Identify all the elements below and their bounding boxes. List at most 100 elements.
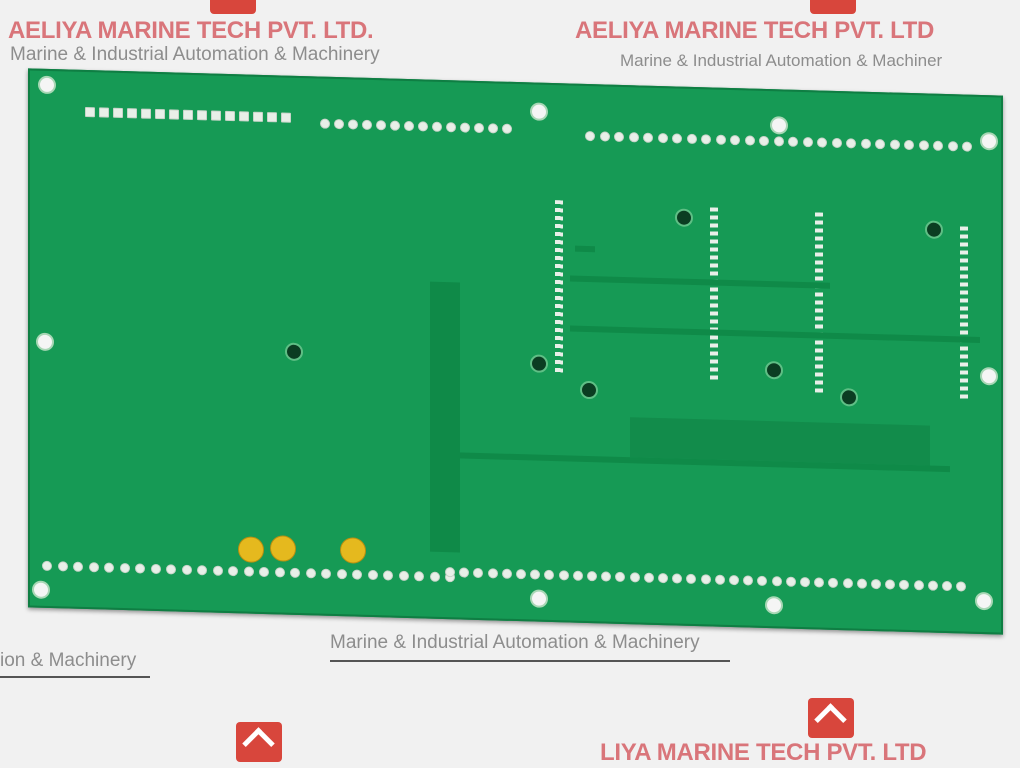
copper-trace (630, 417, 930, 466)
divider (330, 660, 730, 662)
solder-pad (672, 133, 682, 144)
solder-pad (104, 562, 114, 573)
solder-pad (305, 568, 316, 579)
solder-pad (432, 121, 442, 132)
mounting-hole (975, 591, 993, 611)
solder-pad (875, 139, 885, 150)
solder-pad (211, 110, 221, 121)
solder-pad (404, 120, 414, 132)
mounting-hole (980, 131, 998, 151)
solder-pad (759, 135, 769, 147)
solder-pad (487, 568, 498, 579)
mounting-hole (36, 332, 54, 352)
solder-pad (473, 567, 484, 579)
via (580, 380, 598, 400)
solder-pad (744, 135, 755, 146)
solder-pad (243, 566, 254, 577)
via (765, 360, 783, 380)
solder-pad (904, 139, 914, 151)
solder-pad (362, 119, 372, 130)
solder-pad (643, 132, 653, 143)
solder-pad (800, 576, 810, 588)
via (925, 220, 943, 239)
solder-pad (321, 568, 331, 579)
solder-pad (530, 569, 541, 580)
circuit-board (28, 68, 1003, 635)
solder-pad (942, 580, 952, 592)
solder-pad (501, 568, 512, 579)
solder-pad (700, 574, 711, 585)
solder-pad (956, 581, 967, 592)
via (675, 208, 693, 227)
solder-pad (228, 565, 238, 577)
solder-pad (119, 562, 130, 574)
capacitor (270, 535, 296, 562)
solder-pad (558, 570, 569, 581)
solder-pad (352, 569, 362, 580)
solder-pad (516, 569, 526, 580)
solder-pad (42, 560, 52, 572)
solder-pad (629, 572, 640, 583)
ic-pin-row (815, 212, 823, 393)
solder-pad (253, 111, 263, 122)
solder-pad (615, 571, 626, 583)
solder-pad (181, 564, 192, 575)
mounting-hole (530, 102, 548, 121)
solder-pad (814, 577, 825, 588)
solder-pad (73, 561, 83, 572)
solder-pad (831, 137, 842, 149)
ic-pin-row (960, 226, 968, 402)
solder-pad (730, 134, 740, 146)
solder-pad (757, 575, 768, 587)
solder-pad (842, 578, 853, 589)
mounting-hole (765, 595, 783, 615)
solder-pad (933, 140, 943, 151)
solder-pad (962, 141, 972, 152)
watermark-tagline-right: Marine & Industrial Automation & Machine… (620, 51, 943, 70)
via (840, 388, 858, 407)
solder-pad (587, 570, 597, 582)
solder-pad (672, 573, 683, 584)
solder-pad (348, 119, 358, 130)
brand-logo (810, 0, 856, 14)
solder-pad (281, 112, 291, 123)
solder-pad (446, 122, 456, 133)
copper-trace (570, 275, 830, 289)
solder-pad (802, 137, 813, 148)
solder-pad (927, 580, 938, 591)
solder-pad (658, 572, 668, 584)
solder-pad (57, 561, 68, 572)
mounting-hole (530, 589, 548, 608)
solder-pad (714, 574, 725, 585)
solder-pad (274, 567, 285, 578)
solder-pad (259, 566, 269, 578)
solder-pad (267, 112, 277, 123)
solder-pad (785, 576, 796, 587)
watermark-tagline: Marine & Industrial Automation & Machine… (10, 44, 380, 65)
solder-pad (572, 570, 583, 581)
solder-pad (817, 137, 827, 148)
brand-logo (808, 698, 854, 738)
solder-pad (169, 109, 179, 120)
solder-pad (871, 578, 881, 590)
mounting-hole (980, 366, 998, 386)
solder-pad (729, 574, 739, 586)
solder-pad (239, 111, 249, 122)
solder-pad (336, 569, 347, 580)
solder-pad (290, 567, 300, 578)
solder-pad (334, 118, 344, 130)
solder-pad (166, 564, 176, 575)
solder-pad (113, 107, 123, 119)
solder-pad (135, 563, 145, 574)
solder-pad (715, 134, 726, 145)
watermark-company: AELIYA MARINE TECH PVT. LTD. (8, 17, 374, 44)
solder-pad (383, 570, 393, 581)
solder-pad (150, 563, 161, 575)
solder-pad (947, 141, 958, 152)
solder-pad (367, 569, 378, 581)
solder-pad (899, 579, 910, 591)
solder-pad (488, 123, 498, 134)
solder-pad (657, 132, 668, 144)
solder-pad (99, 107, 109, 118)
solder-pad (390, 120, 400, 131)
